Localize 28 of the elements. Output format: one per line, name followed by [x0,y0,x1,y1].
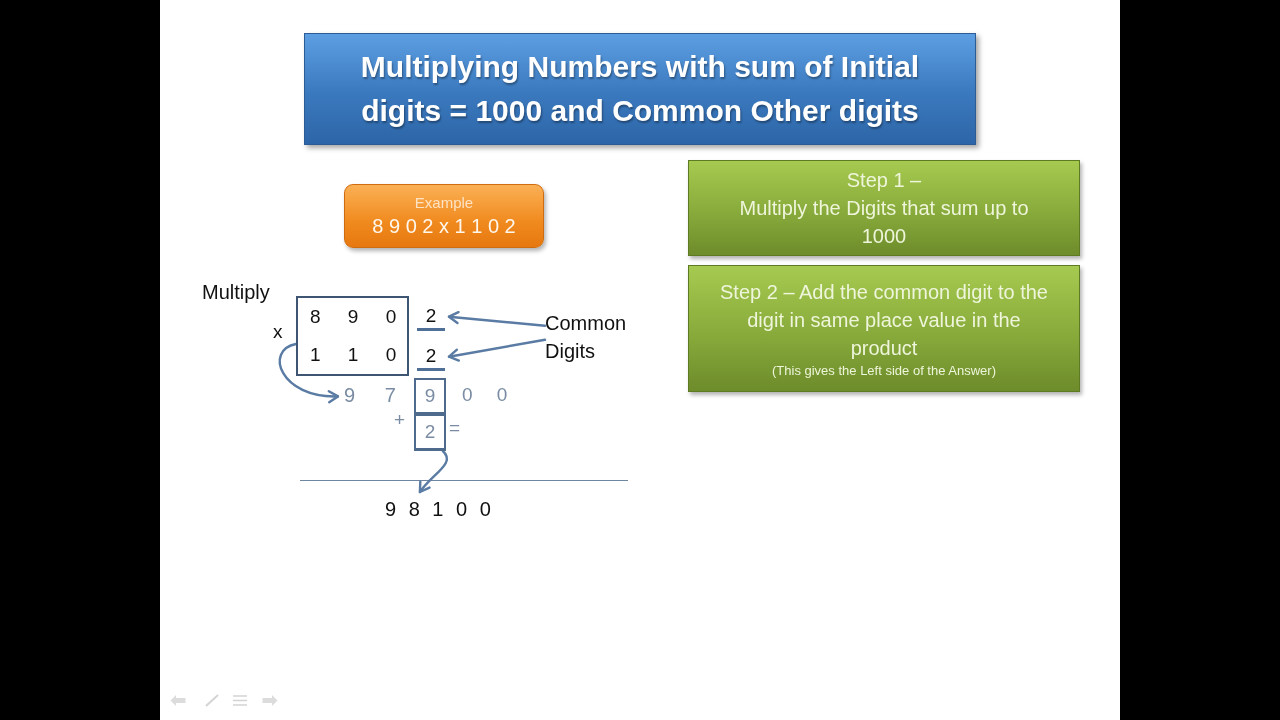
boxed-digit: 2 [414,414,446,451]
step-text: Multiply the Digits that sum up to 1000 [738,196,1030,249]
step-text: Step 2 – Add the common digit to the digit in same place value in the product [720,279,1048,361]
boxed-digit: 9 [414,378,446,414]
callout-label: Common Digits [545,309,627,365]
example-expression: 8 9 0 2 x 1 1 0 2 [372,214,516,239]
underlined-digit: 2 [417,304,445,331]
multiply-label: Multiply [202,280,270,304]
underlined-digit: 2 [417,344,445,371]
arrow [447,338,547,362]
example-heading: Example [414,193,474,213]
equals-sign: = [449,416,461,440]
title-text: Multiplying Numbers with sum of Initial digits = 1000 and Common Other digits [359,49,921,129]
step-box [688,265,1080,392]
product-digits: 0 0 [462,383,508,407]
arrow [447,310,547,327]
digit-row-text: 8 9 0 [310,305,398,329]
step-heading: Step 1 – [846,168,922,193]
step-box [688,160,1080,256]
plus-sign: + [394,408,406,432]
product-digits: 9 7 [344,381,396,409]
digit-row-text: 1 1 0 [310,343,398,367]
times-sign: x [273,320,283,344]
result-digits: 9 8 1 0 0 [385,495,491,523]
step-note: (This gives the Left side of the Answer) [772,361,996,380]
curved-arrow [278,342,340,403]
digit-box [296,296,409,376]
example-box [344,184,544,248]
